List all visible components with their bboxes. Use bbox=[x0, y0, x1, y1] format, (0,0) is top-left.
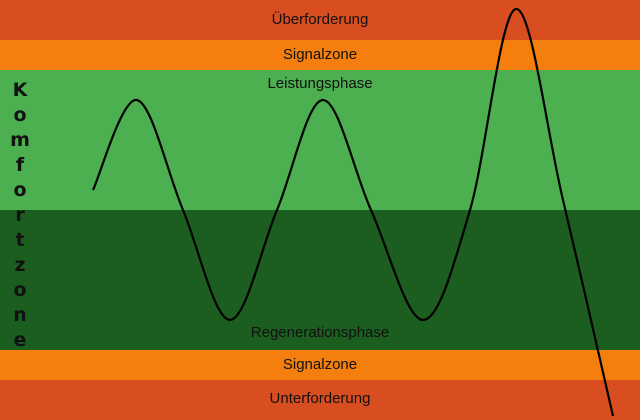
label-regenerationsphase: Regenerationsphase bbox=[250, 324, 390, 341]
label-signalzone-top: Signalzone bbox=[282, 46, 358, 63]
comfort-zone-letter: f bbox=[15, 154, 25, 176]
zone-signalzone-bottom bbox=[0, 350, 640, 380]
zone-unterforderung bbox=[0, 380, 640, 420]
label-ueberforderung: Überforderung bbox=[271, 11, 369, 28]
comfort-zone-label: K o m f o r t z o n e bbox=[8, 78, 32, 353]
comfort-zone-letter: e bbox=[13, 329, 27, 351]
comfort-zone-letter: o bbox=[13, 279, 27, 301]
label-unterforderung: Unterforderung bbox=[269, 390, 371, 407]
comfort-zone-letter: o bbox=[13, 179, 27, 201]
comfort-zone-letter: o bbox=[13, 104, 27, 126]
label-signalzone-bottom: Signalzone bbox=[282, 356, 358, 373]
comfort-zone-letter: n bbox=[13, 304, 27, 326]
label-leistungsphase: Leistungsphase bbox=[267, 75, 373, 92]
comfort-zone-letter: t bbox=[15, 229, 25, 251]
comfort-zone-letter: K bbox=[12, 79, 28, 101]
comfort-zone-letter: r bbox=[15, 204, 25, 226]
comfort-zone-letter: m bbox=[10, 129, 30, 151]
zone-leistungsphase bbox=[0, 70, 640, 210]
zone-regenerationsphase bbox=[0, 210, 640, 350]
wave-curve bbox=[92, 7, 615, 417]
zone-ueberforderung bbox=[0, 0, 640, 40]
comfort-zone-letter: z bbox=[14, 254, 26, 276]
